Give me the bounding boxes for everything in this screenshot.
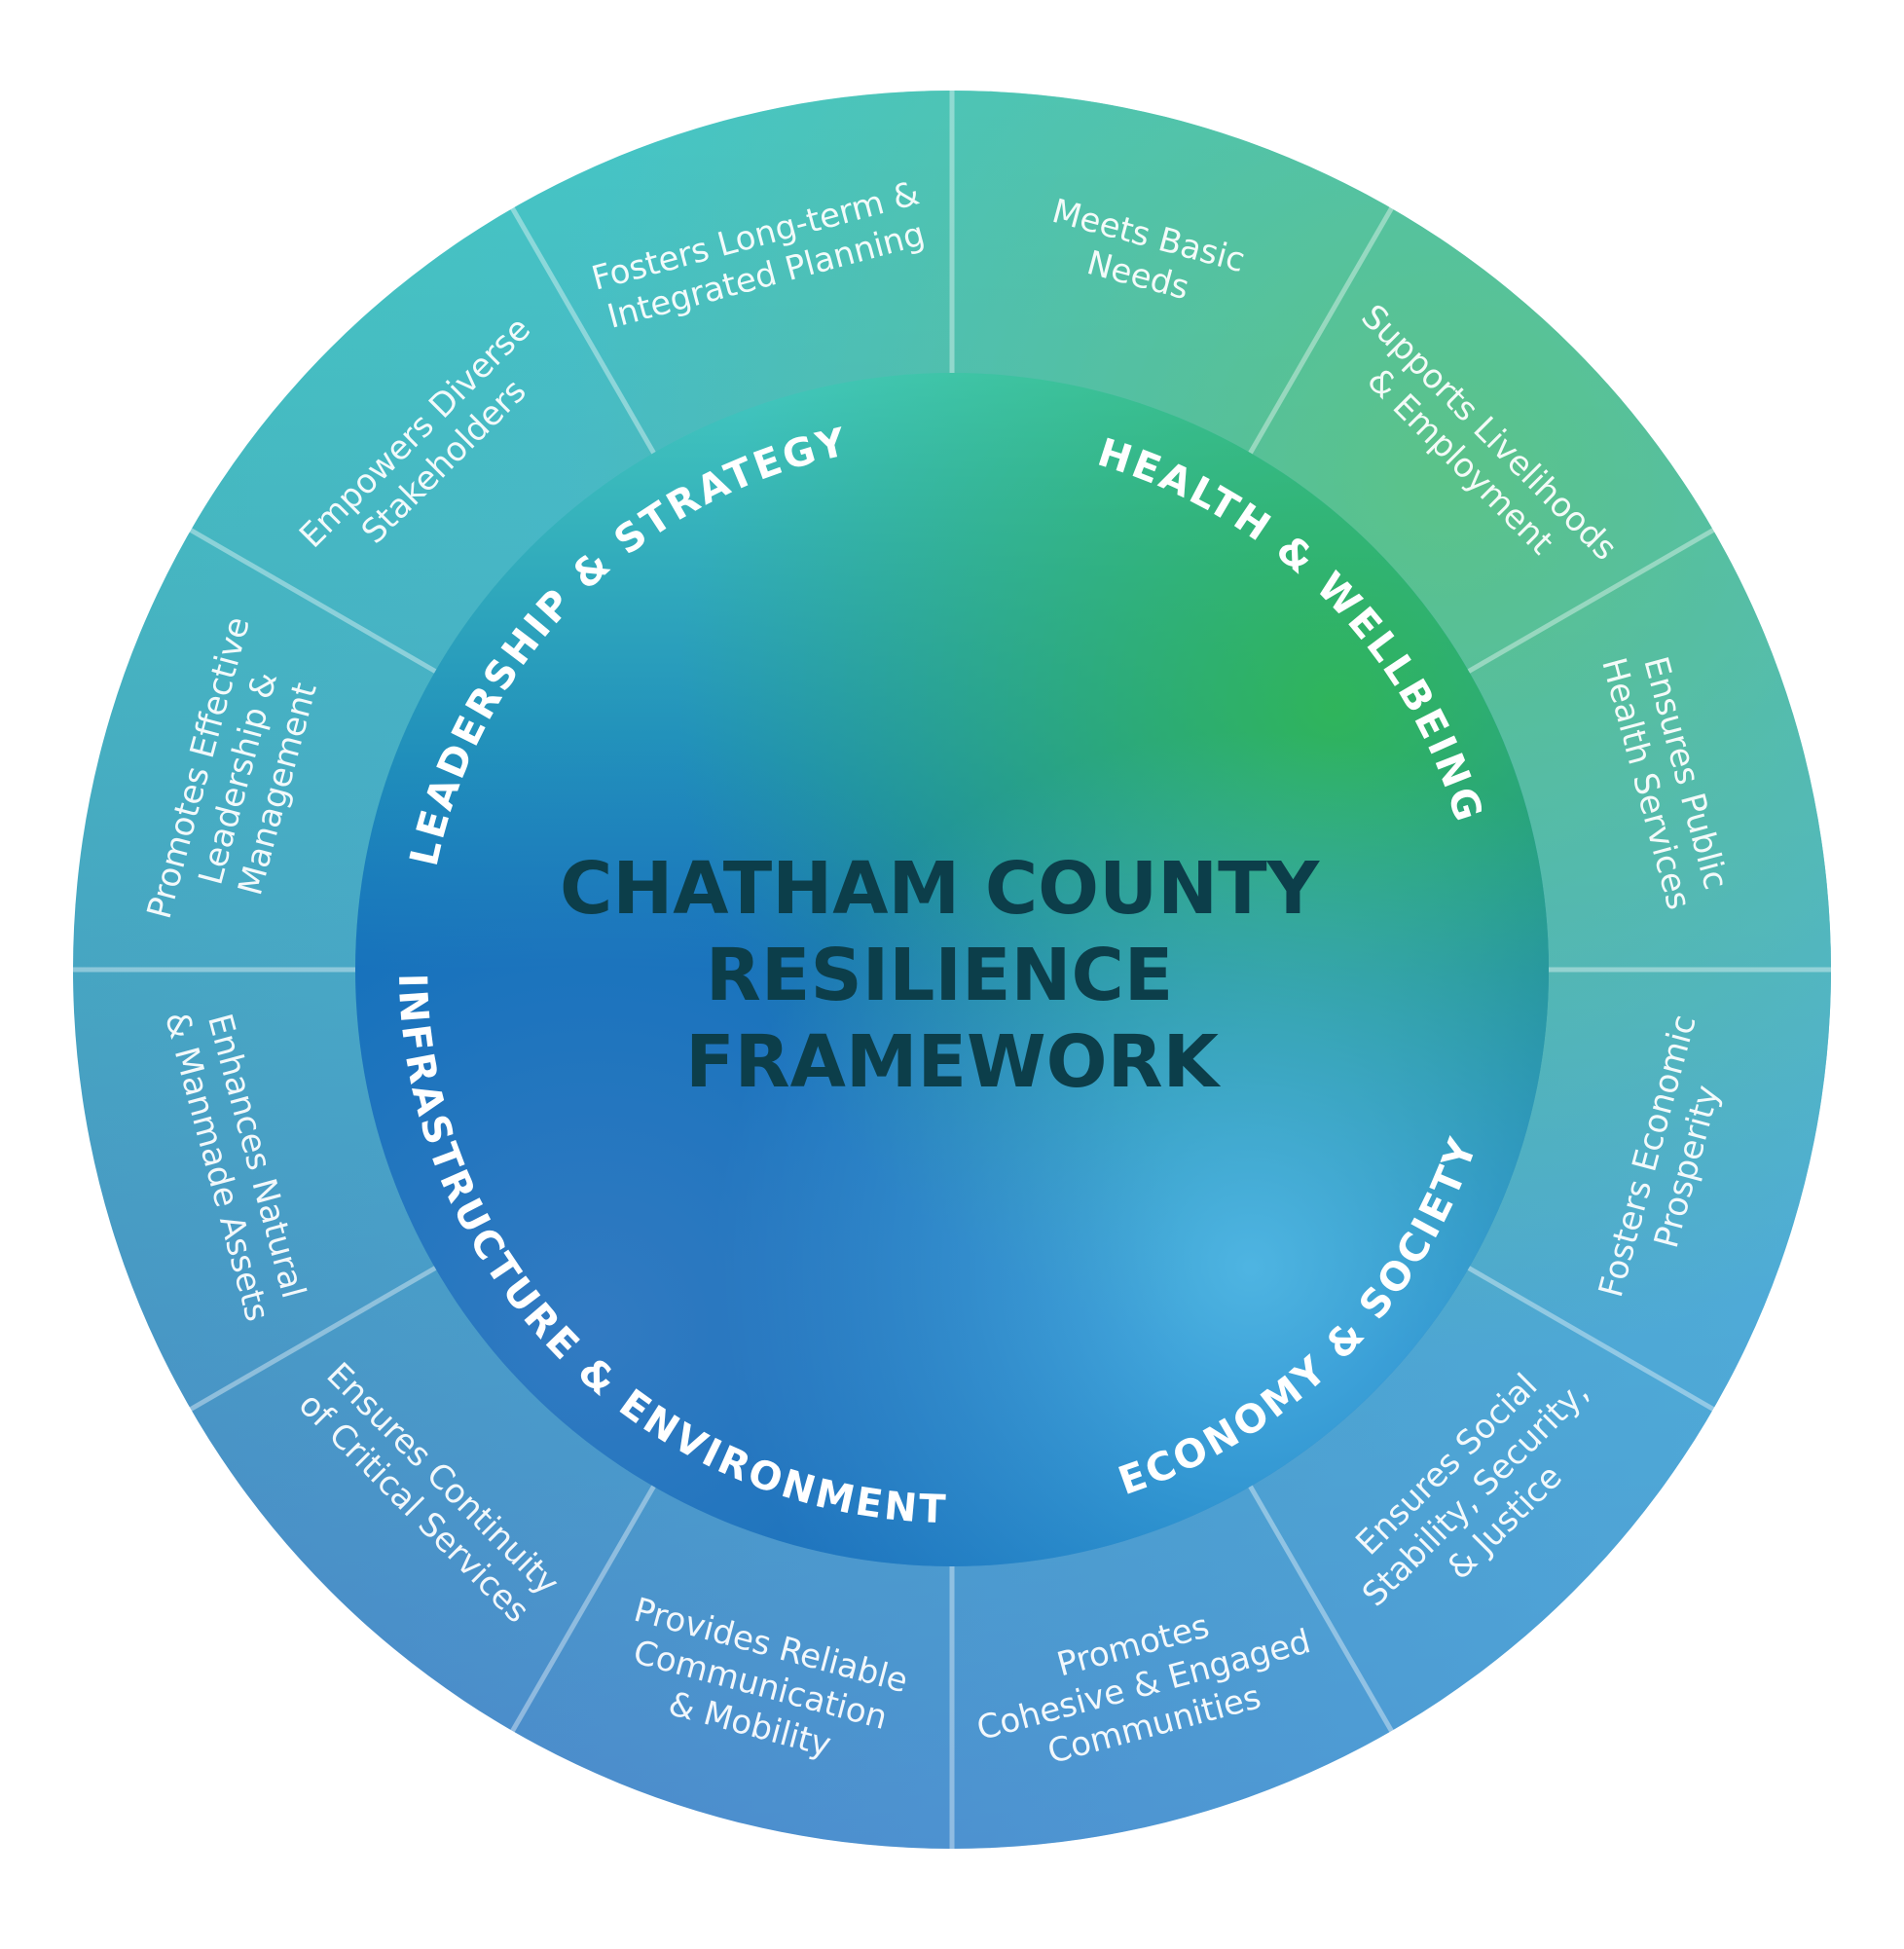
segment-divider — [509, 1482, 658, 1735]
segment-divider — [1464, 1264, 1717, 1413]
framework-title: CHATHAM COUNTY RESILIENCE FRAMEWORK — [560, 847, 1344, 1104]
segment-divider — [1246, 204, 1395, 458]
framework-title-line-2: RESILIENCE — [706, 934, 1173, 1017]
inner-ring — [355, 373, 1549, 1566]
segment-dividers — [71, 89, 1833, 1851]
segment-divider — [509, 204, 658, 458]
segment-divider — [1464, 527, 1717, 676]
segment-divider — [1246, 1482, 1395, 1735]
segment-divider — [187, 527, 440, 676]
segment-divider — [187, 1264, 440, 1413]
goal-labels: Promotes EffectiveLeadership &Management… — [140, 173, 1736, 1772]
framework-title-line-1: CHATHAM COUNTY — [560, 847, 1321, 931]
framework-title-line-3: FRAMEWORK — [685, 1020, 1222, 1104]
